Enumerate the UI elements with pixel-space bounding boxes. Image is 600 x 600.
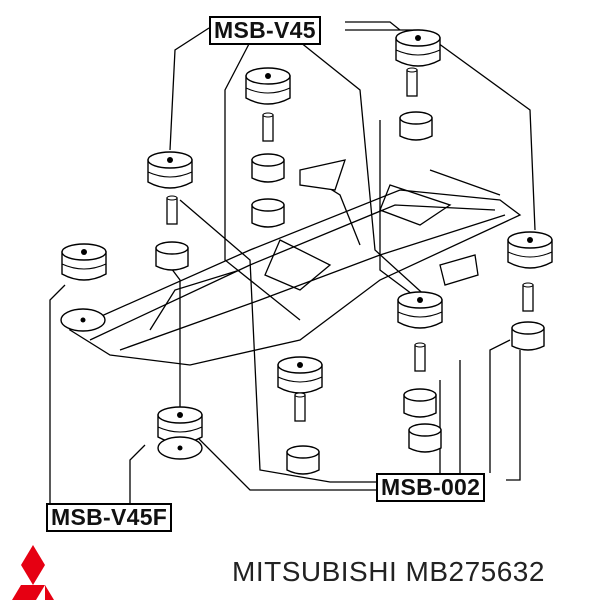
mitsubishi-logo [12,545,54,600]
mount-bolt-hole [177,412,183,418]
collar-sleeve [522,284,534,312]
mount-bolt-hole [415,35,421,41]
mount-bolt-hole [167,157,173,163]
mount-bolt-hole [297,362,303,368]
mount-bolt-hole [527,237,533,243]
sleeve-top [294,392,306,398]
sleeve-top [262,112,274,118]
lower-bushing-top [286,445,320,459]
mount-groove [277,376,323,383]
collar-sleeve [294,394,306,422]
mount-bolt-hole [265,73,271,79]
spacer-plate [439,254,479,286]
logo-diamond-top [21,545,45,585]
lower-bushing-top [403,388,437,402]
part-label-msb-v45f: MSB-V45F [46,503,173,532]
leader-lines [49,21,536,503]
mount-bolt-hole [81,249,87,255]
mount-groove [61,263,107,270]
mount-groove [245,87,291,94]
lower-bushing-top [155,241,189,255]
logo-diamond-left [12,585,45,600]
mount-bolt-hole [417,297,423,303]
lower-bushing-top [399,111,433,125]
mount-groove [147,171,193,178]
mount-groove [397,311,443,318]
collar-sleeve [406,69,418,97]
spacer-plate [299,159,346,191]
collar-sleeve [166,197,178,225]
lower-bushing-top [251,153,285,167]
mount-groove [507,251,553,258]
sleeve-top [166,195,178,201]
lower-bushing-top [251,198,285,212]
chassis-frame [68,169,522,366]
mount-groove [157,426,203,433]
lower-bushing-top [408,423,442,437]
sleeve-top [414,342,426,348]
sleeve-top [406,67,418,73]
collar-sleeve [262,114,274,142]
bushings [60,29,553,475]
sleeve-top [522,282,534,288]
washer-hole [177,445,183,451]
washer-hole [80,317,86,323]
mount-groove [395,49,441,56]
part-number-caption: MITSUBISHI MB275632 [232,556,545,587]
part-label-msb-002: MSB-002 [376,473,486,502]
part-label-msb-v45: MSB-V45 [209,16,321,45]
logo-diamond-right [45,585,54,600]
lower-bushing-top [511,321,545,335]
collar-sleeve [414,344,426,372]
